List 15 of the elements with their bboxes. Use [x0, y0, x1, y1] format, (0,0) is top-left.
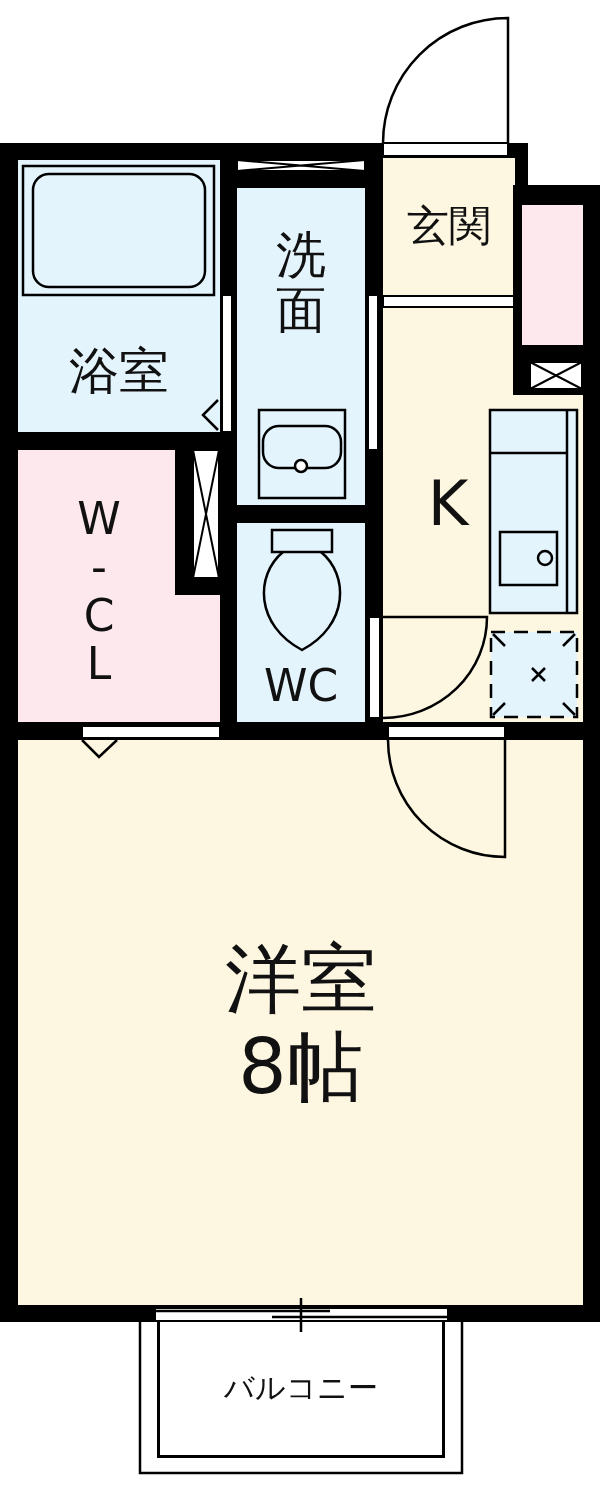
entrance-area	[383, 158, 515, 295]
room-label: 洗面	[276, 228, 326, 338]
room-label: 玄関	[407, 202, 491, 251]
western-room	[18, 740, 583, 1305]
room-label: K	[427, 468, 469, 540]
room-label: 浴室	[69, 342, 169, 400]
washroom-area	[237, 188, 365, 505]
room-label: W-CL	[77, 495, 121, 689]
toilet-room	[237, 523, 365, 722]
room-label: 8帖	[238, 1022, 363, 1110]
room-label: 洋室	[224, 935, 377, 1023]
room-label: WC	[263, 661, 339, 712]
bathroom-area	[18, 160, 220, 432]
closet-area	[522, 205, 583, 345]
room-label: バルコニー	[224, 1371, 378, 1406]
